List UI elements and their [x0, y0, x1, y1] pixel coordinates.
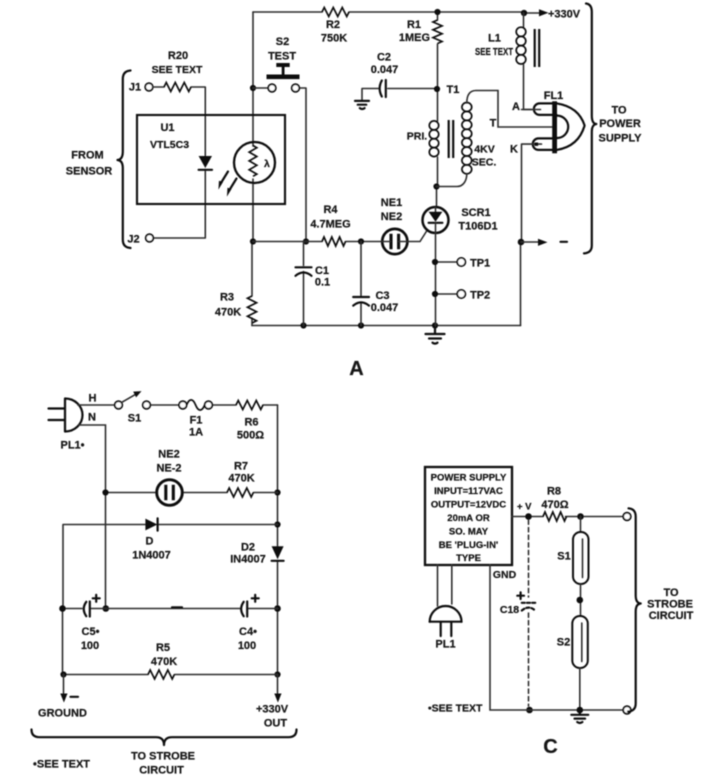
- svg-text:0.047: 0.047: [371, 64, 399, 76]
- svg-text:BE 'PLUG-IN': BE 'PLUG-IN': [439, 540, 498, 551]
- svg-text:470K: 470K: [215, 307, 241, 319]
- svg-text:TO: TO: [611, 105, 627, 117]
- svg-text:F1: F1: [190, 415, 203, 427]
- svg-text:NE-2: NE-2: [156, 463, 181, 475]
- svg-text:TEST: TEST: [268, 51, 296, 63]
- svg-text:FL1: FL1: [544, 90, 564, 102]
- svg-text:470K: 470K: [228, 473, 254, 485]
- svg-text:J1: J1: [129, 82, 141, 94]
- svg-text:PL1: PL1: [435, 639, 455, 651]
- svg-text:R3: R3: [220, 292, 234, 304]
- svg-text:+330V: +330V: [548, 9, 581, 21]
- svg-text:POWER SUPPLY: POWER SUPPLY: [431, 473, 507, 484]
- svg-text:NE1: NE1: [381, 197, 402, 209]
- svg-text:λ: λ: [264, 158, 270, 170]
- svg-text:R1: R1: [407, 19, 421, 31]
- svg-text:L1: L1: [488, 33, 501, 45]
- svg-text:STROBE: STROBE: [647, 599, 693, 611]
- svg-text:K: K: [510, 144, 518, 156]
- svg-text:J2: J2: [127, 234, 139, 246]
- svg-text:R7: R7: [234, 461, 248, 473]
- svg-text:4.7MEG: 4.7MEG: [310, 219, 350, 231]
- svg-text:R20: R20: [168, 50, 188, 62]
- svg-text:750K: 750K: [321, 33, 347, 45]
- svg-text:SCR1: SCR1: [461, 207, 490, 219]
- svg-text:+330V: +330V: [256, 704, 289, 716]
- svg-text:SEE TEXT: SEE TEXT: [475, 46, 513, 58]
- svg-text:C1: C1: [315, 265, 329, 277]
- svg-text:S2: S2: [276, 36, 289, 48]
- svg-text:C2: C2: [377, 52, 391, 64]
- svg-text:C5•: C5•: [82, 626, 100, 638]
- svg-text:CIRCUIT: CIRCUIT: [649, 610, 694, 622]
- svg-text:C3: C3: [375, 290, 389, 302]
- svg-text:1MEG: 1MEG: [399, 32, 430, 44]
- svg-text:VTL5C3: VTL5C3: [150, 139, 189, 151]
- svg-text:•SEE TEXT: •SEE TEXT: [428, 703, 483, 715]
- svg-text:OUTPUT=12VDC: OUTPUT=12VDC: [431, 500, 506, 511]
- svg-text:TP1: TP1: [470, 258, 490, 270]
- svg-text:SEC.: SEC.: [472, 157, 497, 169]
- svg-text:D2: D2: [241, 542, 255, 554]
- svg-text:S2: S2: [557, 637, 570, 649]
- svg-text:0.047: 0.047: [371, 302, 399, 314]
- svg-text:C4•: C4•: [239, 626, 257, 638]
- svg-text:R4: R4: [323, 204, 338, 216]
- svg-text:PL1•: PL1•: [60, 440, 84, 452]
- svg-text:T1: T1: [447, 84, 460, 96]
- svg-text:D: D: [146, 536, 154, 548]
- svg-text:C18: C18: [500, 604, 519, 616]
- svg-text:1A: 1A: [189, 427, 203, 439]
- svg-text:100: 100: [81, 640, 99, 652]
- svg-text:IN4007: IN4007: [230, 554, 265, 566]
- svg-text:T: T: [490, 118, 497, 130]
- svg-text:R6: R6: [244, 417, 258, 429]
- svg-text:4KV: 4KV: [474, 144, 494, 156]
- svg-text:A: A: [512, 101, 520, 113]
- svg-text:N: N: [88, 412, 96, 424]
- svg-text:PRI.: PRI.: [407, 131, 428, 143]
- svg-text:NE2: NE2: [381, 211, 402, 223]
- svg-text:470Ω: 470Ω: [541, 499, 568, 511]
- svg-text:470K: 470K: [151, 656, 177, 668]
- svg-text:+ V: + V: [517, 502, 532, 513]
- svg-text:R8: R8: [547, 486, 561, 498]
- svg-text:GROUND: GROUND: [38, 708, 87, 720]
- svg-text:A: A: [349, 358, 363, 380]
- svg-text:H: H: [89, 393, 97, 405]
- svg-text:0.1: 0.1: [315, 277, 330, 289]
- svg-text:CIRCUIT: CIRCUIT: [139, 765, 184, 777]
- svg-text:SUPPLY: SUPPLY: [598, 133, 642, 145]
- svg-text:SEE TEXT: SEE TEXT: [152, 64, 203, 76]
- svg-text:NE2: NE2: [158, 449, 179, 461]
- svg-text:SENSOR: SENSOR: [66, 166, 113, 178]
- svg-text:U1: U1: [160, 122, 174, 134]
- svg-text:T106D1: T106D1: [458, 221, 497, 233]
- svg-text:SO. MAY: SO. MAY: [449, 527, 489, 538]
- svg-text:TYPE: TYPE: [456, 553, 481, 564]
- svg-text:•SEE TEXT: •SEE TEXT: [33, 759, 90, 771]
- svg-text:S1: S1: [557, 551, 570, 563]
- svg-text:INPUT=117VAC: INPUT=117VAC: [434, 486, 503, 497]
- svg-text:TP2: TP2: [470, 290, 490, 302]
- svg-text:FROM: FROM: [71, 150, 103, 162]
- svg-text:S1: S1: [128, 413, 141, 425]
- svg-text:20mA OR: 20mA OR: [447, 513, 490, 524]
- svg-text:1N4007: 1N4007: [132, 550, 171, 562]
- svg-text:100: 100: [238, 640, 256, 652]
- svg-text:GND: GND: [493, 569, 517, 581]
- svg-text:TO STROBE: TO STROBE: [131, 751, 195, 763]
- svg-text:R2: R2: [326, 19, 340, 31]
- svg-text:POWER: POWER: [599, 118, 641, 130]
- svg-text:TO: TO: [663, 587, 679, 599]
- svg-text:R5: R5: [156, 642, 170, 654]
- svg-text:500Ω: 500Ω: [237, 430, 264, 442]
- svg-text:OUT: OUT: [264, 718, 288, 730]
- svg-text:C: C: [543, 736, 557, 758]
